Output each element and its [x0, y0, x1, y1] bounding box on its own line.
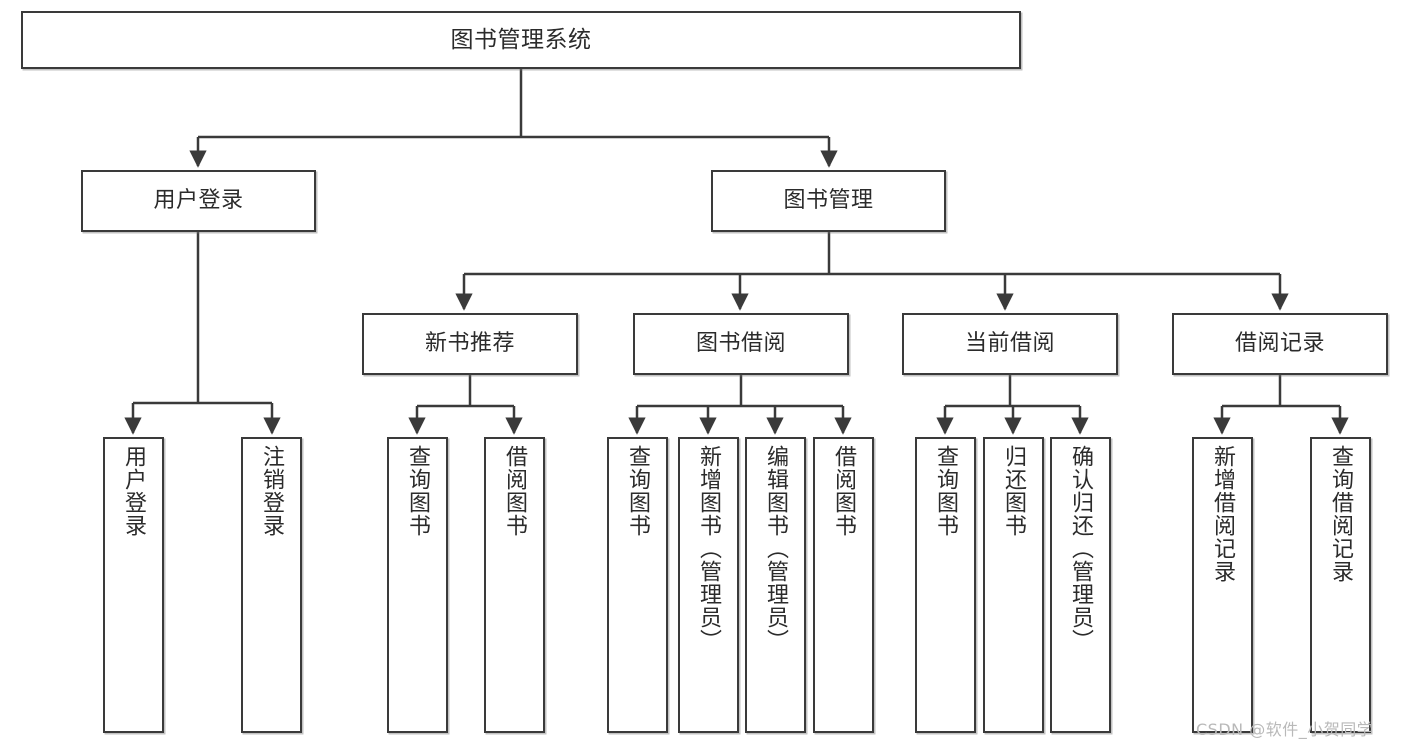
node-current-borrow[interactable]: 当前借阅: [902, 313, 1118, 375]
node-borrow-records[interactable]: 借阅记录: [1172, 313, 1388, 375]
leaf-node[interactable]: 借阅图书: [484, 437, 545, 733]
csdn-watermark: CSDN @软件_小贺同学: [1196, 720, 1374, 739]
node-new-book-recommend[interactable]: 新书推荐: [362, 313, 578, 375]
node-label: 查询图书: [405, 445, 431, 537]
node-label: 注销登录: [259, 445, 285, 537]
node-label: 查询借阅记录: [1328, 445, 1354, 583]
leaf-node[interactable]: 查询图书: [387, 437, 448, 733]
node-label: 编辑图书（管理员）: [763, 445, 789, 652]
leaf-node[interactable]: 新增借阅记录: [1192, 437, 1253, 733]
node-label: 归还图书: [1001, 445, 1027, 537]
node-label: 新增图书（管理员）: [696, 445, 722, 652]
node-label: 查询图书: [625, 445, 651, 537]
node-label: 查询图书: [933, 445, 959, 537]
node-book-borrow[interactable]: 图书借阅: [633, 313, 849, 375]
leaf-node[interactable]: 归还图书: [983, 437, 1044, 733]
leaf-node[interactable]: 注销登录: [241, 437, 302, 733]
leaf-node[interactable]: 确认归还（管理员）: [1050, 437, 1111, 733]
node-root-system[interactable]: 图书管理系统: [21, 11, 1021, 69]
node-book-management[interactable]: 图书管理: [711, 170, 946, 232]
leaf-node[interactable]: 新增图书（管理员）: [678, 437, 739, 733]
node-label: 确认归还（管理员）: [1068, 445, 1094, 652]
node-user-login[interactable]: 用户登录: [81, 170, 316, 232]
node-label: 图书借阅: [695, 331, 786, 357]
node-label: 图书管理: [783, 188, 874, 214]
node-label: 借阅图书: [831, 445, 857, 537]
node-label: 图书管理系统: [450, 26, 592, 53]
node-label: 用户登录: [153, 188, 244, 214]
leaf-node[interactable]: 查询图书: [607, 437, 668, 733]
node-label: 借阅图书: [502, 445, 528, 537]
leaf-node[interactable]: 编辑图书（管理员）: [745, 437, 806, 733]
node-label: 新书推荐: [424, 331, 515, 357]
node-label: 当前借阅: [964, 331, 1055, 357]
node-label: 用户登录: [121, 445, 147, 537]
leaf-node[interactable]: 查询图书: [915, 437, 976, 733]
leaf-node[interactable]: 借阅图书: [813, 437, 874, 733]
node-label: 借阅记录: [1234, 331, 1325, 357]
node-label: 新增借阅记录: [1210, 445, 1236, 583]
leaf-node[interactable]: 查询借阅记录: [1310, 437, 1371, 733]
leaf-node[interactable]: 用户登录: [103, 437, 164, 733]
